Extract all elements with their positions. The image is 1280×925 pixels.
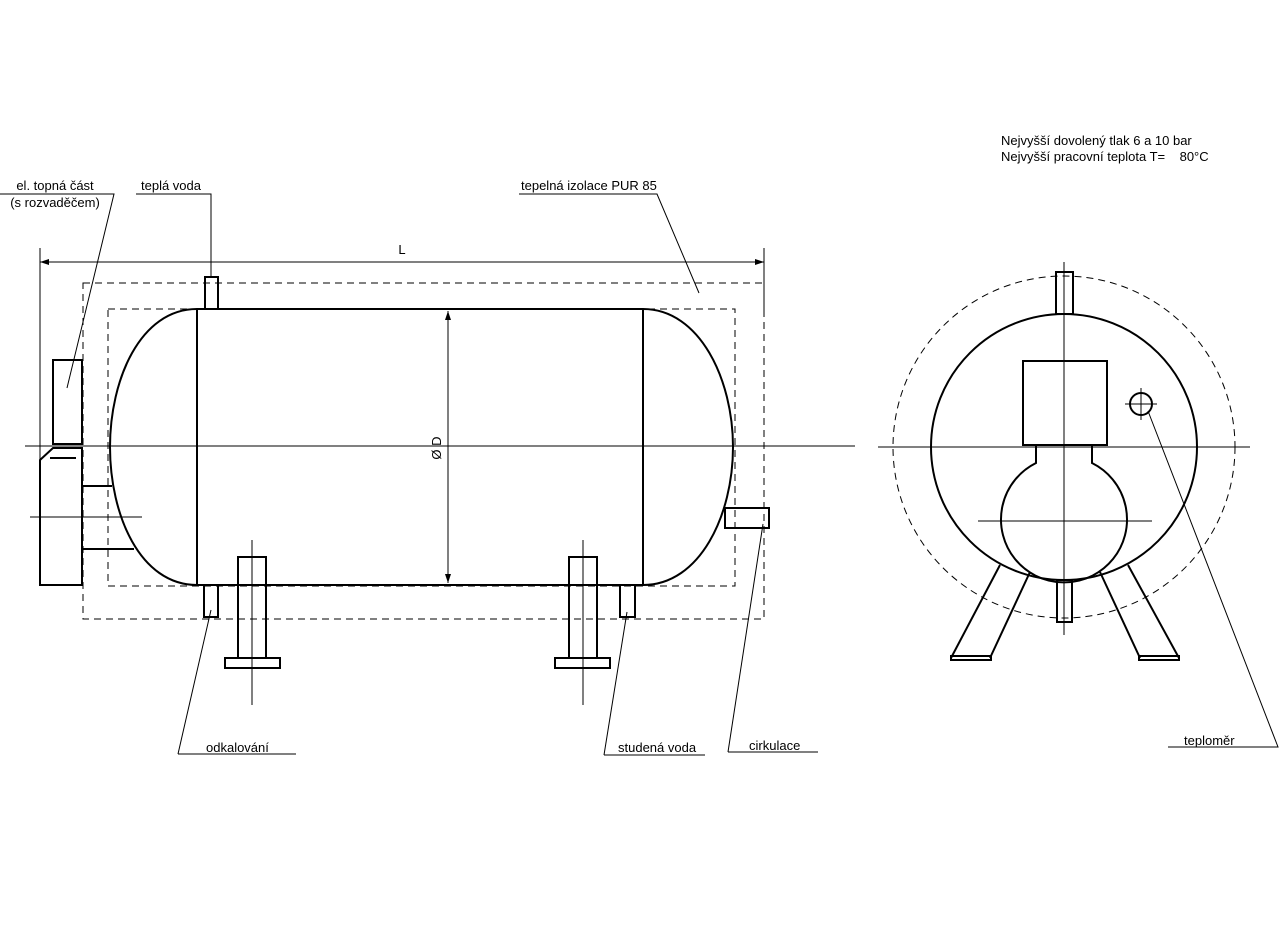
descaling-label: odkalování bbox=[206, 740, 269, 755]
front-heater-flange bbox=[1000, 446, 1128, 584]
cold-water-label: studená voda bbox=[618, 740, 697, 755]
front-leg-left bbox=[950, 564, 1031, 661]
front-bottom-nozzle bbox=[1056, 579, 1073, 623]
insulation-outline-inner bbox=[107, 308, 736, 587]
length-label: L bbox=[398, 242, 405, 257]
front-control-box bbox=[1022, 360, 1108, 446]
tank-body bbox=[108, 308, 735, 586]
diameter-label: Ø D bbox=[429, 436, 444, 459]
diameter-arrow-bottom bbox=[445, 574, 451, 583]
thermometer-label: teploměr bbox=[1184, 733, 1235, 748]
front-leg-right bbox=[1099, 564, 1180, 661]
front-top-nozzle bbox=[1055, 271, 1074, 315]
length-arrow-right bbox=[755, 259, 764, 265]
hot-water-label: teplá voda bbox=[141, 178, 202, 193]
thermometer-leader bbox=[1147, 410, 1279, 748]
spec-temperature: Nejvyšší pracovní teplota T= 80°C bbox=[1001, 149, 1209, 164]
hot-water-nozzle bbox=[204, 276, 219, 310]
length-arrow-left bbox=[40, 259, 49, 265]
insulation-outline-outer bbox=[82, 282, 765, 620]
leader-lines-side bbox=[0, 193, 818, 756]
labels: el. topná část (s rozvaděčem) teplá voda… bbox=[10, 133, 1235, 755]
electric-heater bbox=[30, 359, 142, 586]
cold-water-nozzle bbox=[619, 584, 636, 618]
circulation-nozzle bbox=[724, 507, 770, 529]
heater-label-line1: el. topná část bbox=[16, 178, 94, 193]
front-view bbox=[878, 262, 1279, 748]
spec-pressure: Nejvyšší dovolený tlak 6 a 10 bar bbox=[1001, 133, 1192, 148]
support-leg-right bbox=[554, 540, 611, 705]
descaling-nozzle bbox=[203, 584, 219, 618]
support-leg-left bbox=[224, 540, 281, 705]
insulation-label: tepelná izolace PUR 85 bbox=[521, 178, 657, 193]
diameter-arrow-top bbox=[445, 311, 451, 320]
thermometer-port bbox=[1125, 388, 1157, 420]
heater-label-line2: (s rozvaděčem) bbox=[10, 195, 100, 210]
circulation-label: cirkulace bbox=[749, 738, 800, 753]
side-view: Ø D L bbox=[0, 193, 855, 756]
